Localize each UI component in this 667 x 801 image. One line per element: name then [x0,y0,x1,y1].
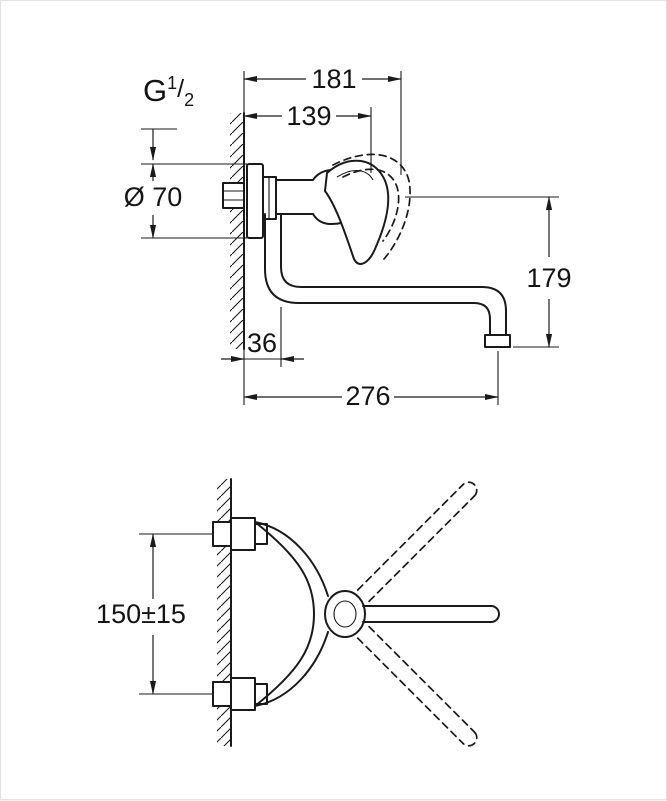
wall-hatching [230,113,244,349]
lever-raised-outline [332,153,411,260]
plan-view: 150±15 [96,478,500,747]
lever-handle-outline [324,159,390,265]
mount-lower-union [212,681,232,707]
spout-end-cap [490,605,500,623]
spout-outline-inner [264,213,491,336]
spout-hub [324,590,366,638]
hub-inner [333,600,357,628]
dimension-181: 181 [243,64,402,175]
swivel-edge [356,637,464,745]
body-top-edge [254,521,329,597]
swivel-end-cap [462,731,478,747]
body-plan [254,521,329,707]
body-bottom-edge [254,631,329,707]
swivel-edge [368,495,476,603]
lever-raised-inner-line [342,168,400,242]
spout-tube [264,213,511,348]
spout-plan-center [362,605,500,623]
thread-label: G1/2 [143,73,194,110]
dimension-36: 36 [221,307,304,367]
dimension-label-179: 179 [526,263,571,293]
dimension-label-139: 139 [286,101,331,131]
mount-lower [212,677,268,711]
swivel-edge [356,483,464,591]
mount-upper [212,517,268,551]
dimension-thread-g-half: G1/2 [141,73,194,161]
pipe-union-body [222,182,245,209]
dimension-179: 179 [405,196,572,348]
mount-upper-union [212,521,232,547]
aerator [484,334,511,348]
dimension-276: 276 [243,351,499,411]
swivel-edge [368,625,476,733]
mount-upper-flange [230,517,256,551]
spout-swivel-lower [356,625,478,747]
escutcheon-side [246,163,264,239]
dimension-label-diameter-70: Ø 70 [124,182,183,212]
dimension-label-150-15: 150±15 [96,599,186,629]
dimension-139: 139 [243,101,372,173]
swivel-end-cap [462,481,478,497]
dimension-label-36: 36 [247,328,277,358]
dimension-label-181: 181 [311,64,356,94]
hub-outer [324,590,366,638]
dimension-150-15: 150±15 [96,533,213,695]
body-front-edge [254,521,315,707]
pipe-union [222,182,245,209]
lever-handle-raised [332,153,411,260]
side-view: 181 139 G1/2 Ø 70 179 [124,64,572,411]
dimension-label-276: 276 [345,381,390,411]
spout-swivel-upper [356,481,478,603]
mount-lower-flange [230,677,256,711]
union-nut [262,176,277,220]
spout-outline-outer [280,213,507,336]
dimension-flange-diameter: Ø 70 [124,163,247,239]
